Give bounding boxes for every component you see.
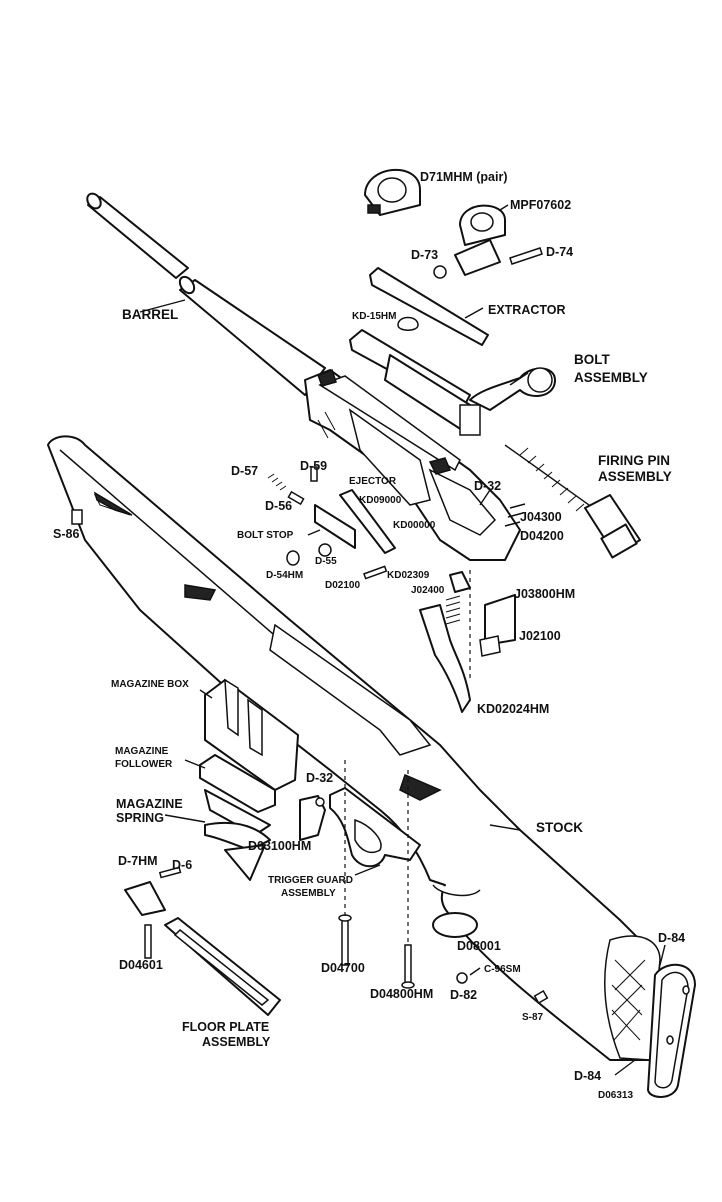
label-kd15hm: KD-15HM: [352, 311, 396, 322]
label-d04800hm: D04800HM: [370, 987, 433, 1001]
label-ejector: EJECTOR: [349, 476, 397, 487]
label-d71mhm: D71MHM (pair): [420, 170, 508, 184]
scope-ring-single-part: [433, 204, 543, 279]
label-floor-plate-2: ASSEMBLY: [202, 1035, 271, 1049]
bolt-stop-parts: [267, 466, 396, 580]
label-floor-plate-1: FLOOR PLATE: [182, 1020, 269, 1034]
label-s86: S-86: [53, 527, 79, 541]
magazine-spring-part: [204, 789, 271, 881]
scope-ring-pair-part: [364, 168, 421, 216]
label-d32-mid: D-32: [306, 771, 333, 785]
trigger-parts: [419, 503, 526, 713]
label-d84-bottom: D-84: [574, 1069, 601, 1083]
label-c96sm: C-96SM: [484, 964, 521, 975]
label-d06313: D06313: [598, 1090, 633, 1101]
label-extractor: EXTRACTOR: [488, 303, 566, 317]
label-d55: D-55: [315, 556, 337, 567]
label-trigger-guard-2: ASSEMBLY: [281, 888, 336, 899]
label-firing-pin-2: ASSEMBLY: [598, 469, 672, 484]
label-barrel: BARREL: [122, 307, 178, 322]
label-d03100hm: D03100HM: [248, 839, 311, 853]
label-d08001: D08001: [457, 939, 501, 953]
label-d74: D-74: [546, 245, 573, 259]
bolt-assembly-part: [349, 329, 556, 436]
label-d04601: D04601: [119, 958, 163, 972]
label-d56: D-56: [265, 499, 292, 513]
trigger-guard-part: [299, 787, 421, 868]
stock-part: [47, 435, 661, 1061]
floor-plate-part: [164, 917, 281, 1016]
barrel-part: [86, 192, 326, 396]
label-bolt-assembly-1: BOLT: [574, 352, 610, 367]
label-bolt-stop: BOLT STOP: [237, 530, 294, 541]
label-stock: STOCK: [536, 820, 583, 835]
label-mpf07602: MPF07602: [510, 198, 571, 212]
magazine-follower-part: [199, 754, 276, 813]
label-d04700: D04700: [321, 961, 365, 975]
label-j03800hm: J03800HM: [514, 587, 575, 601]
label-magazine-follower-1: MAGAZINE: [115, 746, 169, 757]
label-trigger-guard-1: TRIGGER GUARD: [268, 875, 353, 886]
label-firing-pin-1: FIRING PIN: [598, 453, 670, 468]
receiver-part: [304, 369, 521, 561]
label-d84-top: D-84: [658, 931, 685, 945]
label-kd02309: KD02309: [387, 570, 430, 581]
label-bolt-assembly-2: ASSEMBLY: [574, 370, 648, 385]
label-d7hm: D-7HM: [118, 854, 158, 868]
label-d82: D-82: [450, 988, 477, 1002]
label-d6: D-6: [172, 858, 192, 872]
butt-pad-part: [647, 963, 696, 1098]
label-magazine-spring-2: SPRING: [116, 811, 164, 825]
firing-pin-assembly-part: [504, 444, 641, 559]
screws: [71, 509, 549, 1004]
label-d32-top: D-32: [474, 479, 501, 493]
label-d54hm: D-54HM: [266, 570, 303, 581]
label-magazine-spring-1: MAGAZINE: [116, 797, 183, 811]
label-d57: D-57: [231, 464, 258, 478]
floor-plate-latch-parts: [124, 866, 182, 959]
label-j02100: J02100: [519, 629, 561, 643]
label-magazine-follower-2: FOLLOWER: [115, 759, 173, 770]
label-j02400: J02400: [411, 585, 445, 596]
label-d73: D-73: [411, 248, 438, 262]
label-kd09000: KD09000: [359, 495, 402, 506]
label-d59: D-59: [300, 459, 327, 473]
label-d04200: D04200: [520, 529, 564, 543]
label-kd00000: KD00000: [393, 520, 436, 531]
magazine-box-part: [204, 678, 299, 791]
label-j04300: J04300: [520, 510, 562, 524]
leader-lines: [139, 299, 666, 1076]
label-magazine-box: MAGAZINE BOX: [111, 679, 189, 690]
label-s87: S-87: [522, 1012, 544, 1023]
label-kd02024hm: KD02024HM: [477, 702, 549, 716]
extractor-part: [369, 267, 489, 346]
label-d02100: D02100: [325, 580, 360, 591]
